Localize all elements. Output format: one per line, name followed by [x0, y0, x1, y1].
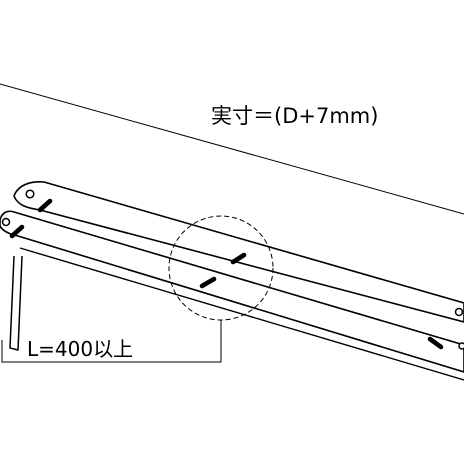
slot-hole-left-lower — [9, 224, 25, 239]
slot-hole-middle-upper — [230, 252, 247, 265]
actual-size-label: 実寸＝(D+7mm) — [211, 104, 378, 128]
round-hole-right-upper — [454, 307, 464, 317]
round-hole-left-upper — [25, 189, 35, 199]
dimension-line — [0, 83, 464, 215]
length-label: L=400以上 — [27, 337, 133, 361]
lower-bar — [0, 210, 464, 373]
upper-bar — [13, 181, 464, 323]
round-hole-right-lower — [458, 342, 464, 350]
slot-hole-right-lower — [427, 336, 444, 350]
lower-bar-inner-edge — [19, 247, 464, 381]
slot-hole-left-upper — [37, 198, 53, 213]
bracket-leg — [9, 255, 23, 351]
slot-hole-middle-lower — [199, 276, 217, 289]
round-hole-left-lower — [1, 217, 11, 227]
length-leader — [1, 320, 222, 363]
